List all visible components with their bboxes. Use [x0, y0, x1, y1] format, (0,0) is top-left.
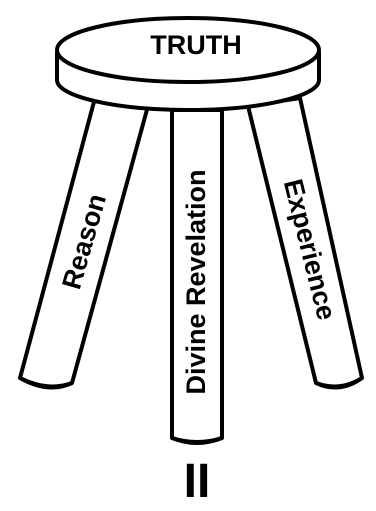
- caption-equals-sign: II: [184, 455, 211, 508]
- leg-divine-revelation: Divine Revelation: [172, 110, 222, 443]
- seat: TRUTH: [57, 18, 319, 110]
- seat-label: TRUTH: [150, 30, 241, 60]
- leg-experience: Experience: [248, 98, 362, 387]
- leg-label-divine-revelation: Divine Revelation: [181, 169, 211, 394]
- leg-reason: Reason: [20, 98, 148, 387]
